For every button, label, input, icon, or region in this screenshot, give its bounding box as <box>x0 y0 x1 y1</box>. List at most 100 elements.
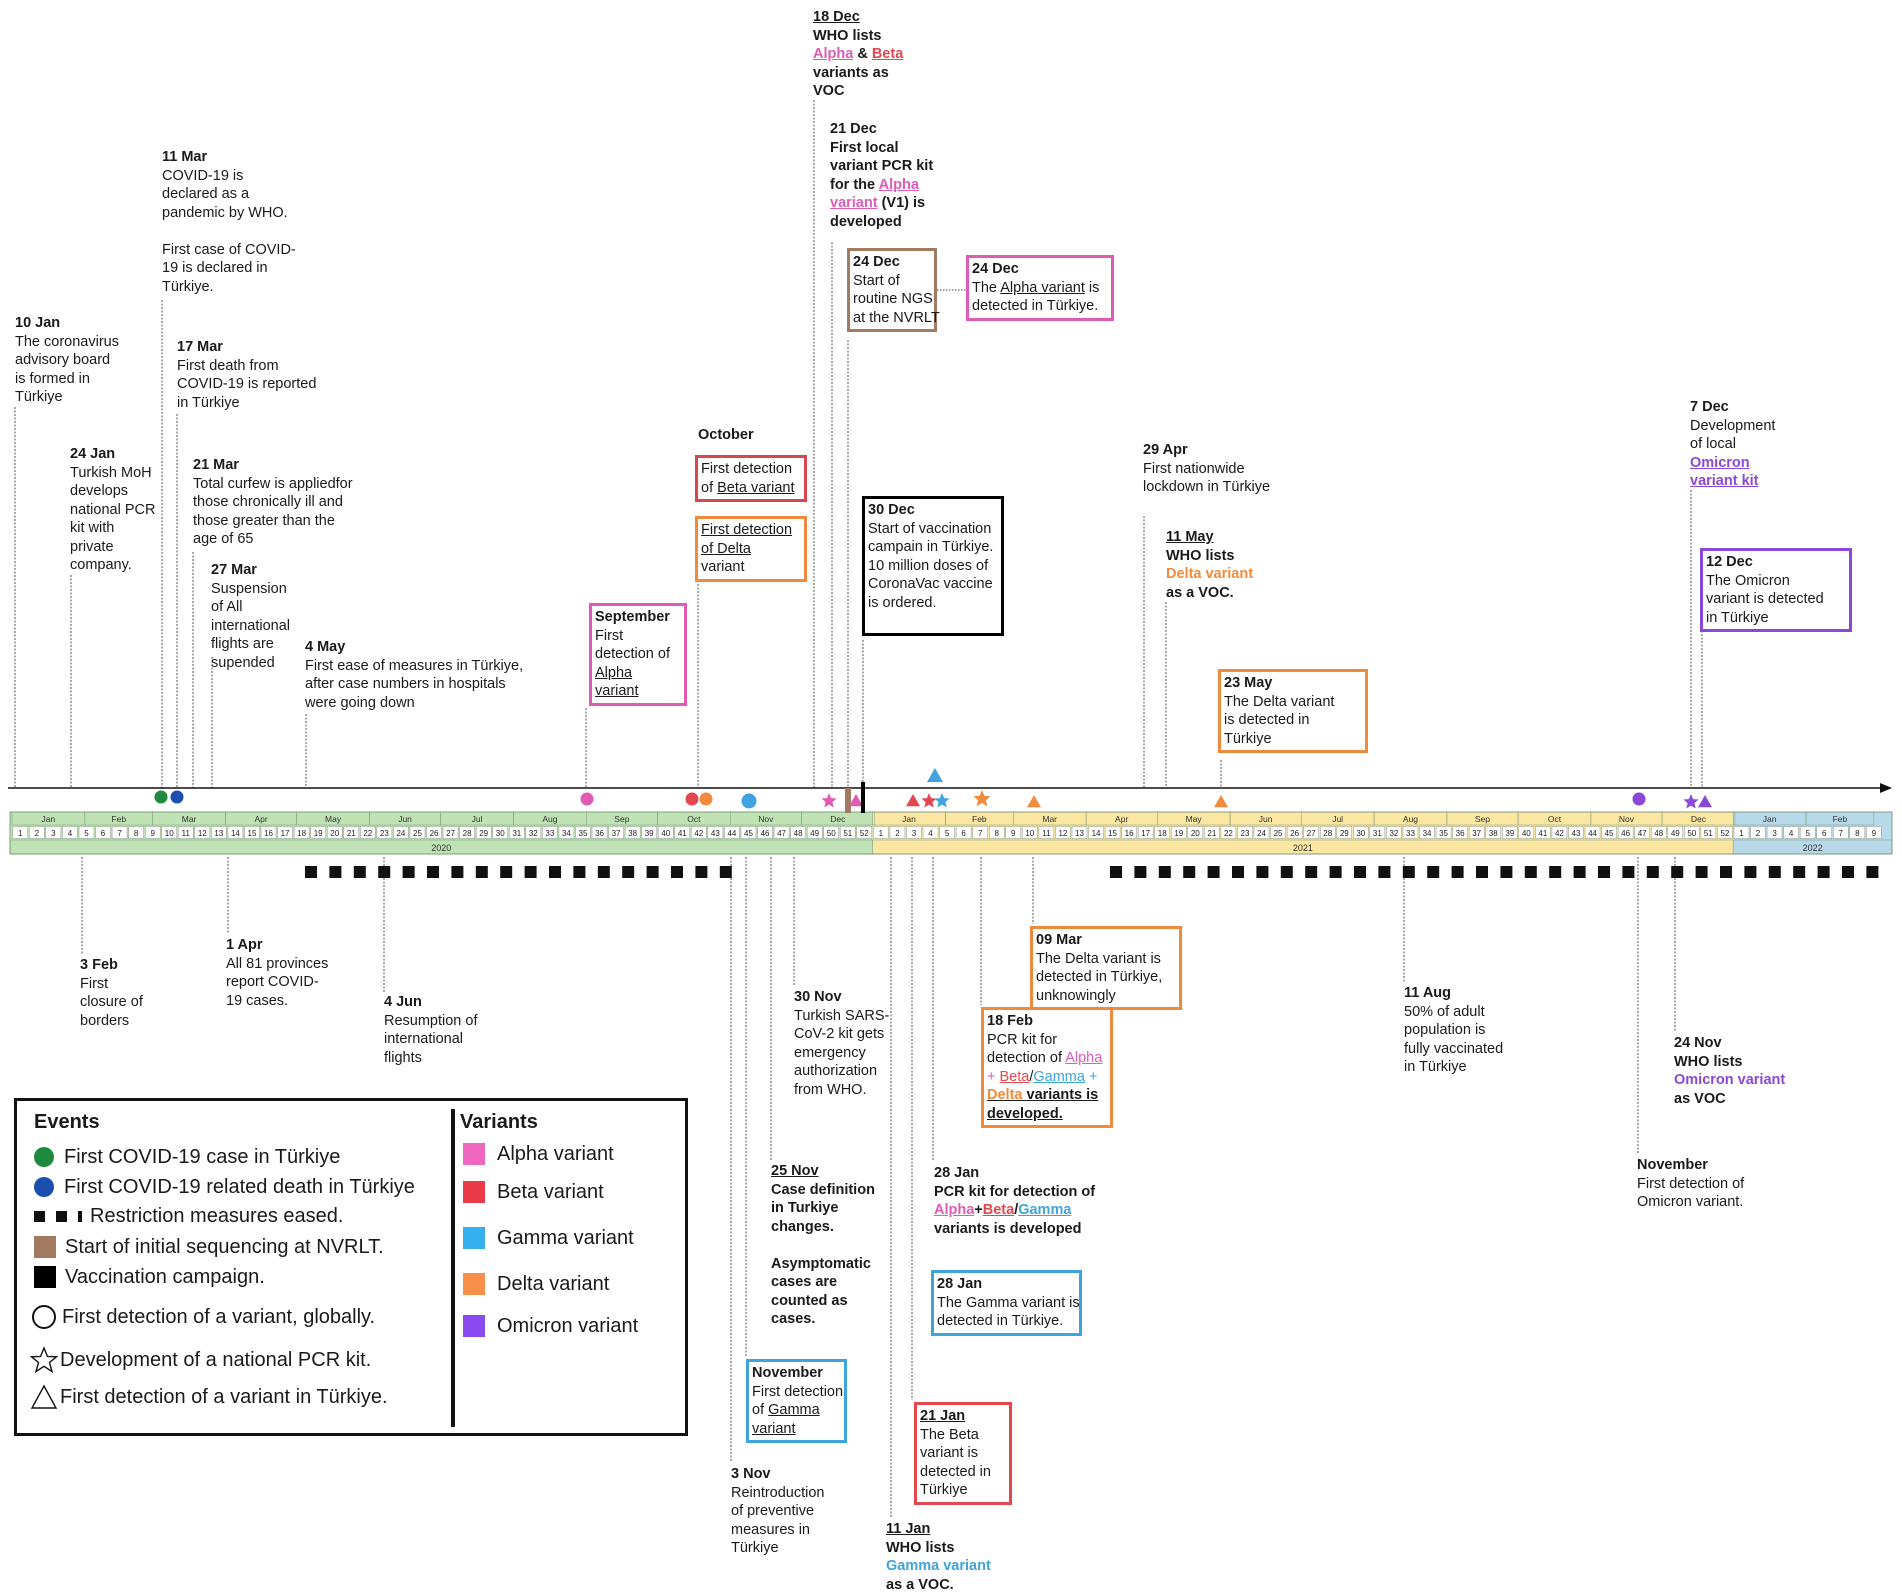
week-cell <box>178 826 194 839</box>
week-number: 8 <box>134 829 139 838</box>
alpha-pcr-kit-marker <box>821 793 837 808</box>
week-cell <box>1353 826 1369 839</box>
legend-variant-row: Omicron variant <box>463 1313 638 1339</box>
legend-box: Events First COVID-19 case in Türkiye Fi… <box>14 1098 688 1436</box>
event-dec30-vaccination-box: 30 Dec Start of vaccination campain in T… <box>862 496 1004 636</box>
week-number: 14 <box>231 829 240 838</box>
event-jan10: 10 Jan The coronavirus advisory board is… <box>15 315 119 405</box>
restriction-dash <box>500 866 513 878</box>
week-number: 43 <box>1572 829 1581 838</box>
week-cell <box>244 826 260 839</box>
week-cell <box>823 826 839 839</box>
week-number: 40 <box>661 829 670 838</box>
week-cell <box>1617 826 1634 839</box>
week-number: 46 <box>761 829 770 838</box>
week-number: 39 <box>1505 829 1514 838</box>
month-label: Dec <box>1691 814 1707 824</box>
week-cell <box>1502 826 1518 839</box>
week-cell <box>327 826 343 839</box>
event-apr1: 1 Apr All 81 provinces report COVID- 19 … <box>226 937 329 1009</box>
green-circle-icon <box>34 1147 54 1167</box>
week-number: 35 <box>1439 829 1448 838</box>
week-number: 27 <box>446 829 455 838</box>
restriction-dash <box>549 866 561 878</box>
week-number: 44 <box>727 829 736 838</box>
event-markers <box>154 768 1712 813</box>
week-cell <box>1237 826 1253 839</box>
year-label: 2021 <box>1293 843 1313 853</box>
month-label: Mar <box>182 814 197 824</box>
week-cell <box>426 826 442 839</box>
connector-lines <box>14 100 1703 1518</box>
week-number: 20 <box>1191 829 1200 838</box>
week-cell <box>641 826 657 839</box>
week-cell <box>475 826 492 839</box>
week-number: 49 <box>1671 829 1680 838</box>
week-cell <box>45 826 62 839</box>
restriction-dash <box>695 866 708 878</box>
event-dec24-alpha-box: 24 Dec The Alpha variant is detected in … <box>966 255 1114 321</box>
week-cell <box>1485 826 1501 839</box>
week-cell <box>1733 826 1750 839</box>
label-october: October <box>698 427 754 443</box>
legend-event-row: Vaccination campaign. <box>34 1264 265 1290</box>
event-jan28-gamma-box: 28 Jan The Gamma variant is detected in … <box>931 1270 1082 1336</box>
omicron-turkiye-detection-marker <box>1698 795 1712 808</box>
event-jan21-beta-box: 21 Jan The Beta variant is detected in T… <box>914 1402 1012 1505</box>
triple-pcr-kit-star-beta <box>921 793 937 808</box>
week-cell <box>773 826 790 839</box>
week-cell <box>29 826 45 839</box>
week-cell <box>409 826 426 839</box>
legend-variant-row: Alpha variant <box>463 1141 614 1167</box>
month-label: Sep <box>614 814 629 824</box>
event-may4: 4 May First ease of measures in Türkiye,… <box>305 639 524 711</box>
month-label: Aug <box>542 814 557 824</box>
week-number: 24 <box>396 829 405 838</box>
week-cell <box>1369 826 1386 839</box>
week-number: 1 <box>1739 829 1744 838</box>
month-label: Jan <box>42 814 56 824</box>
month-label: Apr <box>254 814 267 824</box>
week-number: 34 <box>562 829 571 838</box>
week-cell <box>1799 826 1816 839</box>
week-cell <box>1684 826 1700 839</box>
week-number: 11 <box>182 829 191 838</box>
week-cell <box>442 826 459 839</box>
month-label: Nov <box>758 814 774 824</box>
event-jan11: 11 Jan WHO lists Gamma variant as a VOC. <box>886 1521 991 1593</box>
week-cell <box>1568 826 1584 839</box>
week-cell <box>1435 826 1452 839</box>
week-cell <box>1601 826 1617 839</box>
week-number: 37 <box>1472 829 1481 838</box>
alpha-turkiye-detection-marker <box>849 794 863 807</box>
week-number: 2 <box>35 829 40 838</box>
week-number: 16 <box>1125 829 1134 838</box>
week-cell <box>1204 826 1220 839</box>
year-label: 2020 <box>431 843 451 853</box>
week-number: 20 <box>330 829 339 838</box>
restriction-dash <box>1305 866 1318 878</box>
week-cell <box>658 826 674 839</box>
week-cell <box>856 826 873 839</box>
month-label: Jul <box>472 814 483 824</box>
event-mar21: 21 Mar Total curfew is appliedfor those … <box>193 457 353 547</box>
restriction-dash <box>1427 866 1440 878</box>
restriction-dash <box>1720 866 1732 878</box>
week-number: 11 <box>1042 829 1051 838</box>
restriction-dash <box>622 866 635 878</box>
week-cell <box>1104 826 1121 839</box>
week-number: 9 <box>1011 829 1016 838</box>
week-cell <box>1038 826 1055 839</box>
dashed-squares-icon <box>34 1210 82 1222</box>
restriction-dash <box>719 866 732 878</box>
week-cell <box>293 826 310 839</box>
week-cell <box>227 826 244 839</box>
week-number: 2 <box>895 829 900 838</box>
legend-divider <box>451 1109 455 1427</box>
event-nov-gamma-box: November First detection of Gamma varian… <box>746 1359 847 1443</box>
week-number: 28 <box>1323 829 1332 838</box>
event-nov30: 30 Nov Turkish SARS- CoV-2 kit gets emer… <box>794 989 890 1098</box>
restriction-dash <box>1524 866 1537 878</box>
axis-arrow <box>1880 783 1892 793</box>
